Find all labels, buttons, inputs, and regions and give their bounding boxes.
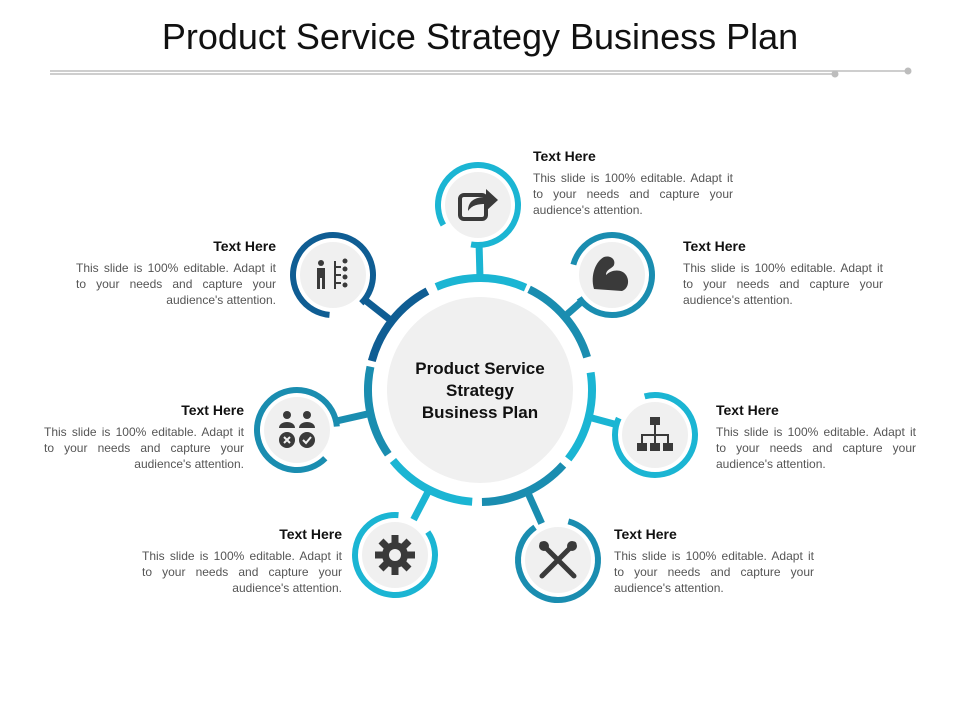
strength-arm-icon — [592, 256, 629, 291]
body: This slide is 100% editable. Adapt it to… — [614, 549, 814, 595]
presentation-list-icon — [317, 258, 348, 289]
hierarchy-icon — [637, 417, 673, 451]
heading: Text Here — [716, 402, 779, 418]
body: This slide is 100% editable. Adapt it to… — [44, 425, 244, 471]
connector — [587, 413, 618, 428]
heading: Text Here — [181, 402, 244, 418]
satellite-circle — [445, 172, 511, 238]
gear-icon — [375, 535, 415, 575]
satellite-ring — [612, 392, 698, 478]
center-circle — [387, 297, 573, 483]
user-approval-icon — [279, 411, 315, 448]
center-line-2: Strategy — [445, 381, 515, 400]
heading: Text Here — [279, 526, 342, 542]
hub-ring-segment — [364, 365, 392, 457]
share-icon — [458, 189, 498, 221]
body: This slide is 100% editable. Adapt it to… — [716, 425, 916, 471]
satellite-circle — [264, 397, 330, 463]
connector — [562, 298, 585, 320]
satellite-ring — [352, 512, 438, 598]
center-label: Product Service Strategy Business Plan — [400, 358, 560, 424]
body: This slide is 100% editable. Adapt it to… — [533, 171, 733, 217]
hub-ring-segment — [527, 285, 591, 359]
hub-ring-segment — [481, 462, 567, 506]
connector — [475, 244, 484, 279]
satellite-ring — [570, 232, 655, 318]
connector — [524, 490, 545, 525]
hub-ring-segment — [434, 274, 528, 292]
hub-ring-segment — [389, 457, 473, 506]
hub-ring-segment — [367, 287, 430, 363]
satellite-circle — [300, 242, 366, 308]
body: This slide is 100% editable. Adapt it to… — [683, 261, 883, 307]
body: This slide is 100% editable. Adapt it to… — [76, 261, 276, 307]
connector — [410, 488, 433, 522]
tools-icon — [539, 541, 577, 579]
heading: Text Here — [213, 238, 276, 254]
slide-title: Product Service Strategy Business Plan — [161, 16, 799, 57]
satellite-ring — [290, 232, 376, 318]
heading: Text Here — [683, 238, 746, 254]
satellite-ring — [254, 387, 340, 473]
body: This slide is 100% editable. Adapt it to… — [142, 549, 342, 595]
center-line-1: Product Service — [415, 359, 545, 378]
center-line-3: Business Plan — [421, 403, 539, 422]
satellite-ring — [515, 518, 601, 603]
heading: Text Here — [614, 526, 677, 542]
hub-ring-segment — [565, 371, 596, 462]
satellite-ring — [435, 162, 521, 248]
heading: Text Here — [533, 148, 596, 164]
connector — [335, 409, 372, 425]
connector — [362, 296, 394, 324]
